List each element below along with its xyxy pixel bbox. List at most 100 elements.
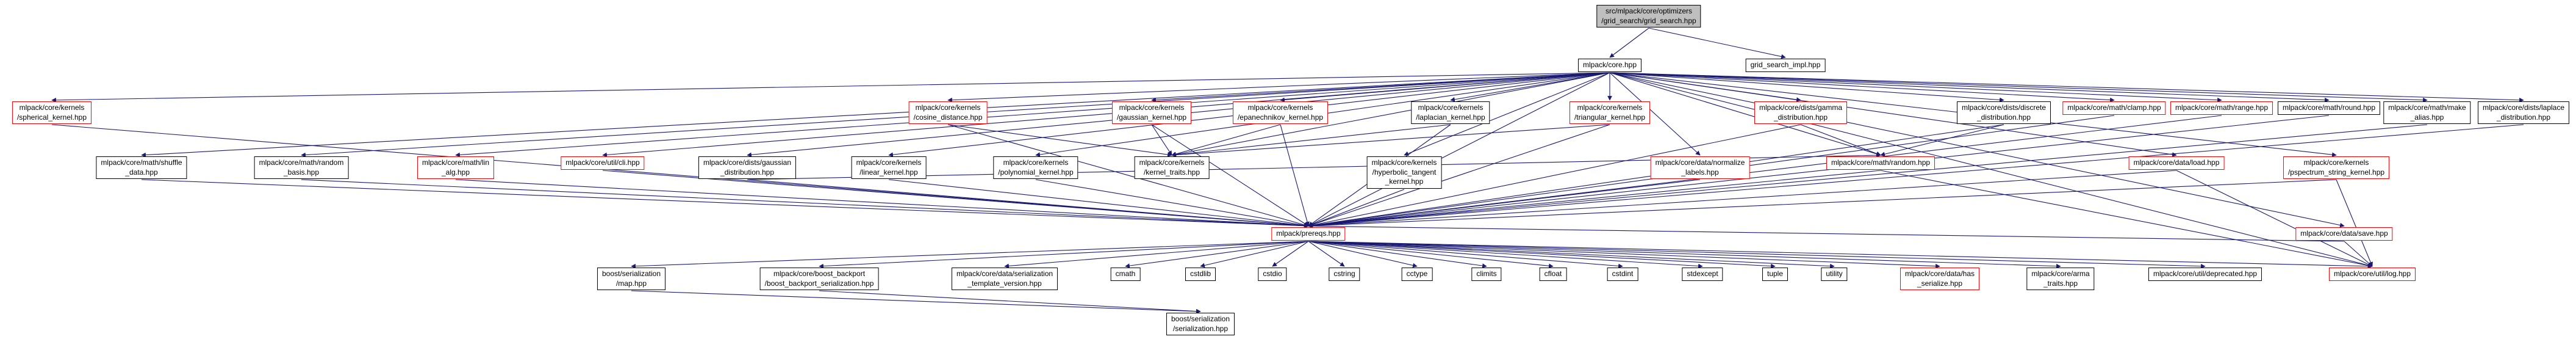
graph-node-cmath: cmath [1110, 268, 1141, 281]
graph-node-label: cstdint [1612, 269, 1634, 278]
graph-node-label: cmath [1115, 269, 1136, 278]
graph-node-clamp[interactable]: mlpack/core/math/clamp.hpp [2062, 101, 2166, 115]
graph-node-label: _traits.hpp [2043, 279, 2078, 288]
include-edge-backport-to-boost_ser [819, 290, 1201, 314]
graph-node-root: src/mlpack/core/optimizers/grid_search/g… [1596, 5, 1701, 28]
graph-node-utility: utility [1821, 268, 1848, 281]
include-edge-core-to-log [1609, 72, 2373, 268]
graph-node-climits: climits [1471, 268, 1502, 281]
graph-node-epan[interactable]: mlpack/core/kernels/epanechnikov_kernel.… [1232, 101, 1329, 125]
include-edge-prereqs-to-cfloat [1308, 241, 1554, 269]
include-edge-core-to-laplacian_k [1450, 72, 1610, 102]
include-edge-prereqs-to-log [1308, 241, 2373, 269]
include-edge-core-to-spherical [51, 72, 1610, 103]
include-edge-prereqs-to-cstdio [1272, 241, 1309, 267]
graph-node-label: mlpack/core/kernels [19, 103, 85, 112]
graph-node-ktraits[interactable]: mlpack/core/kernels/kernel_traits.hpp [1134, 156, 1210, 180]
include-edge-poly-to-prereqs [1035, 179, 1309, 228]
graph-node-triangular[interactable]: mlpack/core/kernels/triangular_kernel.hp… [1569, 101, 1651, 125]
graph-node-round[interactable]: mlpack/core/math/round.hpp [2277, 101, 2381, 115]
graph-node-random[interactable]: mlpack/core/math/random.hpp [1826, 156, 1936, 170]
graph-node-deprecated[interactable]: mlpack/core/util/deprecated.hpp [2148, 268, 2262, 281]
graph-node-laplace[interactable]: mlpack/core/dists/laplace_distribution.h… [2477, 101, 2570, 125]
include-edge-core-to-cosine [947, 72, 1610, 103]
graph-node-label: _serialize.hpp [1917, 279, 1963, 288]
include-edge-random-to-prereqs [1308, 170, 1881, 228]
include-edge-prereqs-to-arma_traits [1308, 241, 2061, 269]
include-edge-core-to-cli [602, 72, 1610, 158]
include-edge-cli-to-prereqs [602, 170, 1309, 228]
include-edge-core-to-range [1609, 72, 2222, 103]
graph-node-label: mlpack/core/kernels [1577, 103, 1643, 112]
graph-node-prereqs[interactable]: mlpack/prereqs.hpp [1271, 227, 1346, 241]
graph-node-label: _data.hpp [125, 167, 158, 177]
graph-node-stv[interactable]: mlpack/core/data/serialization_template_… [951, 268, 1058, 291]
graph-node-make_alias[interactable]: mlpack/core/math/make_alias.hpp [2383, 101, 2471, 125]
graph-node-arma_traits[interactable]: mlpack/core/arma_traits.hpp [2026, 268, 2095, 291]
include-edge-make_alias-to-prereqs [1308, 124, 2428, 228]
graph-node-label: mlpack/core/kernels [2303, 158, 2369, 167]
include-edge-core-to-normlab [1609, 72, 1701, 156]
include-edge-core-to-save [1609, 72, 2345, 228]
graph-node-label: mlpack/prereqs.hpp [1276, 229, 1341, 238]
graph-node-gamma[interactable]: mlpack/core/dists/gamma_distribution.hpp [1754, 101, 1848, 125]
include-edge-lin_alg-to-prereqs [455, 179, 1309, 228]
include-edge-range-to-prereqs [1308, 115, 2222, 228]
graph-node-linear[interactable]: mlpack/core/kernels/linear_kernel.hpp [851, 156, 927, 180]
include-edge-core-to-clamp [1609, 72, 2115, 103]
graph-node-impl[interactable]: grid_search_impl.hpp [1745, 59, 1826, 72]
graph-node-gaussian_k[interactable]: mlpack/core/kernels/gaussian_kernel.hpp [1111, 101, 1192, 125]
include-edge-core-to-hyper [1404, 72, 1610, 156]
graph-node-label: mlpack/core/kernels [856, 158, 922, 167]
graph-node-label: src/mlpack/core/optimizers [1605, 7, 1693, 15]
graph-node-range[interactable]: mlpack/core/math/range.hpp [2170, 101, 2273, 115]
include-edge-prereqs-to-stv [1004, 241, 1309, 269]
graph-node-normlab[interactable]: mlpack/core/data/normalize_labels.hpp [1650, 156, 1750, 180]
graph-node-label: cstring [1333, 269, 1355, 278]
graph-node-label: mlpack/core/util/log.hpp [2333, 269, 2411, 278]
graph-node-label: stdexcept [1687, 269, 1718, 278]
graph-node-random_basis[interactable]: mlpack/core/math/random_basis.hpp [254, 156, 349, 180]
graph-node-laplacian_k[interactable]: mlpack/core/kernels/laplacian_kernel.hpp [1411, 101, 1490, 125]
graph-node-map: boost/serialization/map.hpp [597, 268, 666, 291]
graph-node-hyper[interactable]: mlpack/core/kernels/hyperbolic_tangent_k… [1366, 156, 1442, 189]
graph-node-pspectrum[interactable]: mlpack/core/kernels/pspectrum_string_ker… [2283, 156, 2390, 180]
graph-node-label: /kernel_traits.hpp [1143, 167, 1200, 177]
graph-node-has_serialize[interactable]: mlpack/core/data/has_serialize.hpp [1900, 268, 1980, 291]
graph-node-spherical[interactable]: mlpack/core/kernels/spherical_kernel.hpp [12, 101, 92, 125]
graph-node-poly[interactable]: mlpack/core/kernels/polynomial_kernel.hp… [993, 156, 1078, 180]
graph-node-cli[interactable]: mlpack/core/util/cli.hpp [561, 156, 645, 170]
include-edge-core-to-shuffle [141, 72, 1610, 158]
include-edge-gaussian_k-to-ktraits [1151, 124, 1172, 156]
graph-node-load[interactable]: mlpack/core/data/load.hpp [2128, 156, 2225, 170]
graph-node-discrete[interactable]: mlpack/core/dists/discrete_distribution.… [1956, 101, 2051, 125]
graph-node-label: _alias.hpp [2410, 112, 2444, 122]
graph-node-cstdio: cstdio [1258, 268, 1287, 281]
graph-node-lin_alg[interactable]: mlpack/core/math/lin_alg.hpp [417, 156, 495, 180]
include-edge-prereqs-to-climits [1308, 241, 1487, 268]
include-edge-pspectrum-to-log [2336, 179, 2373, 267]
graph-node-label: mlpack/core/data/has [1904, 269, 1975, 278]
graph-node-label: /map.hpp [615, 279, 647, 288]
graph-node-label: mlpack/core/math/lin [422, 158, 490, 167]
graph-node-label: /triangular_kernel.hpp [1574, 112, 1646, 122]
graph-node-backport[interactable]: mlpack/core/boost_backport/boost_backpor… [759, 268, 879, 291]
include-edge-prereqs-to-map [631, 241, 1309, 269]
include-edge-random_basis-to-prereqs [301, 179, 1309, 228]
graph-node-label: mlpack/core/kernels [1418, 103, 1484, 112]
include-edge-prereqs-to-utility [1308, 241, 1835, 269]
graph-node-save[interactable]: mlpack/core/data/save.hpp [2295, 227, 2393, 241]
include-edge-cosine-to-prereqs [947, 124, 1309, 227]
include-edge-root-to-core [1609, 27, 1649, 58]
graph-node-cosine[interactable]: mlpack/core/kernels/cosine_distance.hpp [908, 101, 988, 125]
graph-node-label: _distribution.hpp [2496, 112, 2551, 122]
graph-node-label: mlpack/core/dists/laplace [2482, 103, 2565, 112]
graph-node-label: climits [1476, 269, 1497, 278]
graph-node-log[interactable]: mlpack/core/util/log.hpp [2328, 268, 2416, 281]
graph-node-gaussian_dist[interactable]: mlpack/core/dists/gaussian_distribution.… [698, 156, 797, 180]
graph-node-label: mlpack/core/math/random.hpp [1831, 158, 1931, 167]
graph-node-shuffle[interactable]: mlpack/core/math/shuffle_data.hpp [96, 156, 187, 180]
graph-node-core[interactable]: mlpack/core.hpp [1577, 59, 1642, 72]
include-edge-triangular-to-prereqs [1308, 124, 1610, 227]
